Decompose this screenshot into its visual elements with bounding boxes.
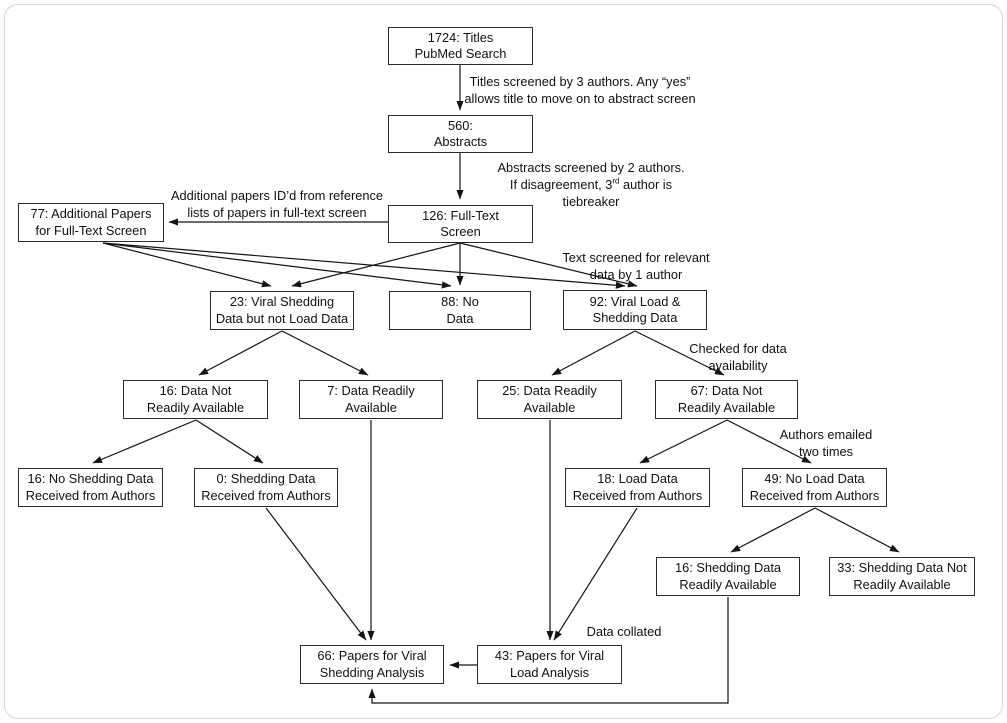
node-titles: 1724: Titles PubMed Search xyxy=(388,27,533,65)
node-a43-line1: 43: Papers for Viral xyxy=(494,648,605,664)
node-r18-line1: 18: Load Data xyxy=(597,471,678,487)
node-7-ready-line2: Available xyxy=(345,399,397,415)
node-33-shedding-not-ready: 33: Shedding Data Not Readily Available xyxy=(829,557,975,596)
node-shedding-not-load: 23: Viral Shedding Data but not Load Dat… xyxy=(210,291,354,330)
node-full-text-line1: 126: Full-Text xyxy=(422,207,499,223)
node-7-ready-line1: 7: Data Readily xyxy=(327,383,415,399)
node-r49-line2: Received from Authors xyxy=(749,487,880,503)
node-s16-line2: Readily Available xyxy=(679,576,777,592)
superscript-rd: rd xyxy=(612,176,620,186)
node-16-data-not-ready: 16: Data Not Readily Available xyxy=(123,380,268,419)
node-abstracts-line1: 560: xyxy=(448,117,473,133)
node-r16-line2: Received from Authors xyxy=(25,487,156,503)
node-16-shedding-ready: 16: Shedding Data Readily Available xyxy=(656,557,800,596)
node-r0-line1: 0: Shedding Data xyxy=(216,471,316,487)
node-0-shedding-received: 0: Shedding Data Received from Authors xyxy=(194,468,338,507)
node-titles-line2: PubMed Search xyxy=(414,46,507,61)
node-abstracts: 560: Abstracts xyxy=(388,115,533,153)
node-43-load-analysis: 43: Papers for Viral Load Analysis xyxy=(477,645,622,684)
node-18-load-received: 18: Load Data Received from Authors xyxy=(565,468,710,507)
node-67-data-not-ready: 67: Data Not Readily Available xyxy=(655,380,798,419)
node-67-not-ready-line1: 67: Data Not xyxy=(690,383,763,399)
node-load-shed-line1: 92: Viral Load & xyxy=(589,293,681,309)
figure-frame xyxy=(4,4,1003,719)
node-full-text-line2: Screen xyxy=(440,224,481,239)
node-a66-line2: Shedding Analysis xyxy=(319,664,425,680)
node-shed-not-load-line1: 23: Viral Shedding xyxy=(229,294,335,310)
node-titles-line1: 1724: Titles xyxy=(427,29,494,45)
edge-label-authors-emailed: Authors emailed two times xyxy=(779,427,873,459)
edge-label-data-collated: Data collated xyxy=(586,624,662,639)
node-66-shedding-analysis: 66: Papers for Viral Shedding Analysis xyxy=(300,645,444,684)
node-abstracts-line2: Abstracts xyxy=(433,134,488,149)
node-16-not-ready-line1: 16: Data Not xyxy=(159,383,232,399)
node-r16-line1: 16: No Shedding Data xyxy=(27,471,154,487)
edge-label-titles-screened: Titles screened by 3 authors. Any “yes” … xyxy=(464,74,696,106)
node-r0-line2: Received from Authors xyxy=(201,487,331,503)
node-25-ready-line1: 25: Data Readily xyxy=(502,383,597,399)
edge-label-checked-availability: Checked for data availability xyxy=(689,341,787,373)
node-s33-line1: 33: Shedding Data Not xyxy=(837,560,967,576)
node-full-text-screen: 126: Full-Text Screen xyxy=(388,205,533,243)
node-additional-line2: for Full-Text Screen xyxy=(35,222,147,238)
node-r18-line2: Received from Authors xyxy=(572,487,703,503)
edge-label-abstracts-screened: Abstracts screened by 2 authors. If disa… xyxy=(497,160,685,209)
node-additional-line1: 77: Additional Papers xyxy=(30,206,152,222)
node-s33-line2: Readily Available xyxy=(853,576,951,592)
node-s16-line1: 16: Shedding Data xyxy=(674,560,781,576)
node-49-no-load-received: 49: No Load Data Received from Authors xyxy=(742,468,887,507)
node-16-not-ready-line2: Readily Available xyxy=(146,399,245,415)
node-no-data: 88: No Data xyxy=(389,291,531,330)
edge-label-additional-papers: Additional papers ID’d from reference li… xyxy=(171,188,383,220)
node-no-data-line2: Data xyxy=(446,310,474,326)
node-load-and-shedding: 92: Viral Load & Shedding Data xyxy=(563,290,707,330)
node-additional-papers: 77: Additional Papers for Full-Text Scre… xyxy=(18,203,164,242)
node-67-not-ready-line2: Readily Available xyxy=(677,399,776,415)
node-25-data-ready: 25: Data Readily Available xyxy=(477,380,622,419)
edge-label-text-screened: Text screened for relevant data by 1 aut… xyxy=(562,250,710,282)
node-r49-line1: 49: No Load Data xyxy=(764,471,865,487)
node-no-data-line1: 88: No xyxy=(441,294,479,310)
node-a43-line2: Load Analysis xyxy=(510,664,589,680)
node-25-ready-line2: Available xyxy=(523,399,576,415)
node-a66-line1: 66: Papers for Viral xyxy=(317,648,427,664)
node-7-data-ready: 7: Data Readily Available xyxy=(299,380,443,419)
node-shed-not-load-line2: Data but not Load Data xyxy=(215,310,349,326)
node-load-shed-line2: Shedding Data xyxy=(592,310,678,325)
node-16-no-shedding-received: 16: No Shedding Data Received from Autho… xyxy=(18,468,163,507)
